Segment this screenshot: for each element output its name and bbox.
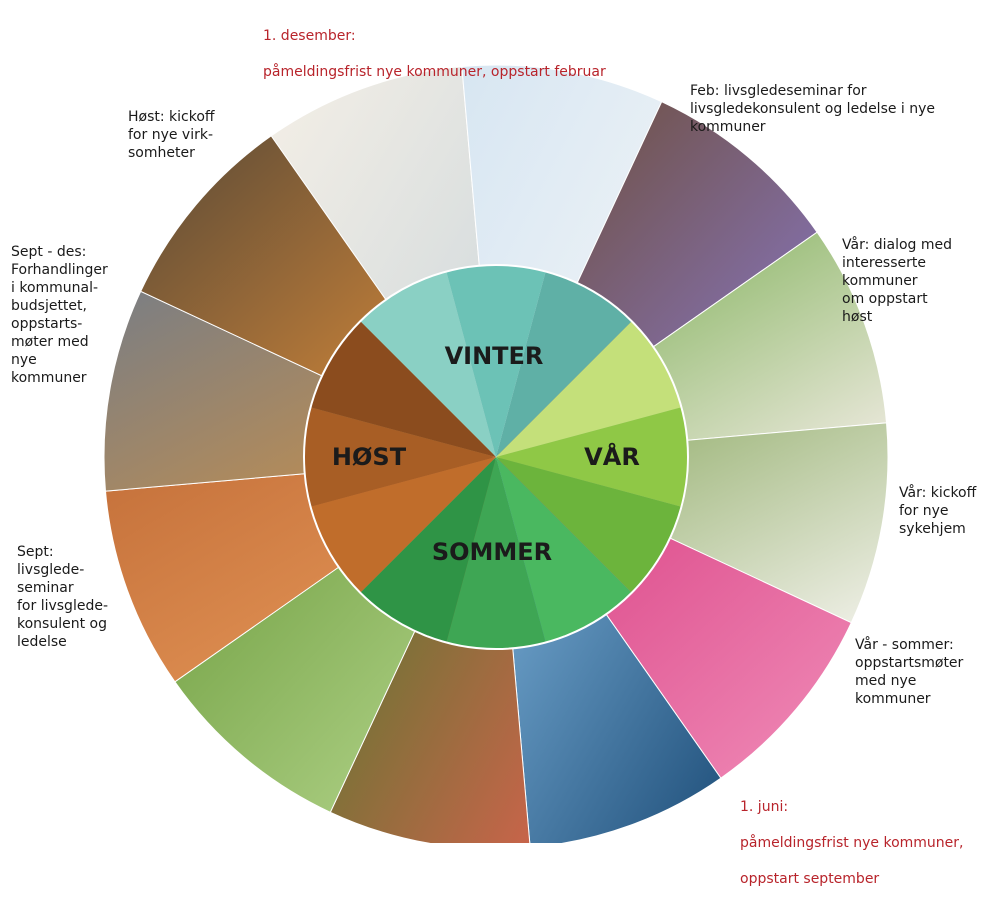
december-deadline-text: påmeldingsfrist nye kommuner, oppstart f…: [263, 64, 606, 80]
spring-dialog-annotation: Vår: dialog med interesserte kommuner om…: [842, 237, 953, 325]
season-wheel-outline: [303, 264, 689, 650]
autumn-month-slice: [310, 321, 496, 457]
december-deadline-annotation: 1. desember: påmeldingsfrist nye kommune…: [263, 9, 606, 99]
season-label-autumn: HØST: [332, 443, 407, 471]
feb-seminar-annotation: Feb: livsgledeseminar for livsgledekonsu…: [690, 83, 936, 135]
year-wheel-diagram: VINTER VÅR SOMMER HØST: [103, 64, 889, 843]
autumn-month-slice: [310, 457, 496, 593]
winter-month-slice: [446, 264, 546, 457]
winter-month-slice: [360, 271, 496, 457]
season-label-winter: VINTER: [445, 342, 544, 370]
june-deadline-text: påmeldingsfrist nye kommuner,: [740, 835, 964, 851]
summer-month-slice: [360, 457, 496, 643]
spring-kickoff-annotation: Vår: kickoff for nye sykehjem: [899, 485, 977, 537]
autumn-month-slice: [303, 407, 496, 507]
spring-month-slice: [496, 321, 682, 457]
june-deadline-annotation: 1. juni: påmeldingsfrist nye kommuner, o…: [740, 780, 963, 906]
winter-month-slice: [496, 271, 632, 457]
summer-month-slice: [446, 457, 546, 650]
autumn-kickoff-annotation: Høst: kickoff for nye virk- somheter: [128, 109, 215, 161]
june-deadline-start: oppstart september: [740, 871, 880, 887]
december-deadline-date: 1. desember:: [263, 28, 356, 44]
season-wheel: [303, 264, 689, 650]
sept-seminar-annotation: Sept: livsglede- seminar for livsglede- …: [17, 544, 108, 650]
season-label-spring: VÅR: [584, 442, 640, 471]
june-deadline-date: 1. juni:: [740, 799, 789, 815]
spring-summer-meetings-annotation: Vår - sommer: oppstartsmøter med nye kom…: [855, 637, 964, 707]
spring-month-slice: [496, 407, 689, 507]
spring-month-slice: [496, 457, 682, 593]
summer-month-slice: [496, 457, 632, 643]
sept-dec-negotiations-annotation: Sept - des: Forhandlinger i kommunal- bu…: [11, 244, 108, 386]
season-label-summer: SOMMER: [432, 538, 552, 566]
